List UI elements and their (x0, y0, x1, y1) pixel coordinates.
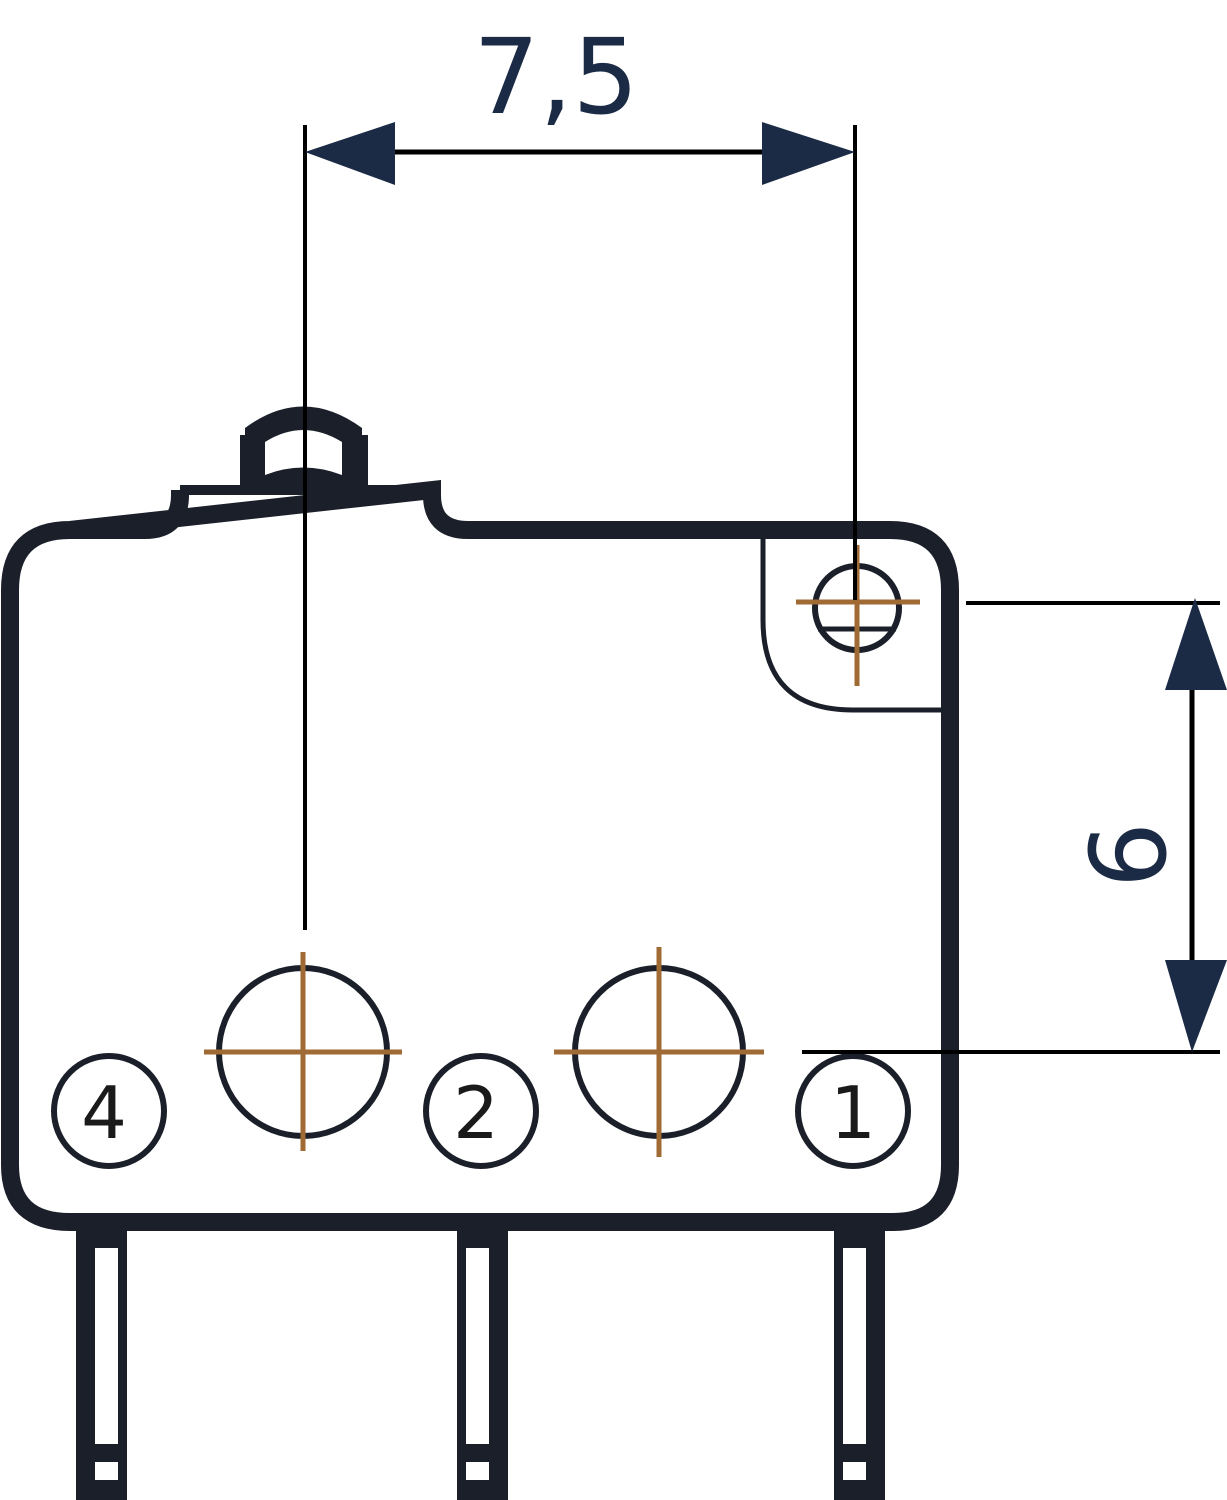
svg-text:1: 1 (830, 1071, 876, 1155)
housing-body (1, 479, 959, 1231)
arrow-up-icon (1165, 598, 1227, 690)
pin-2 (457, 1226, 508, 1500)
mounting-hole-right (554, 947, 764, 1157)
svg-text:4: 4 (81, 1071, 127, 1155)
dimension-vertical: 6 (802, 598, 1227, 1054)
svg-text:6: 6 (1068, 822, 1190, 888)
pin-4 (76, 1226, 127, 1500)
svg-text:7,5: 7,5 (473, 16, 638, 138)
terminal-label-1: 1 (795, 1053, 911, 1169)
terminal-label-4: 4 (51, 1053, 167, 1169)
terminal-label-2: 2 (423, 1053, 539, 1169)
arrow-down-icon (1165, 960, 1227, 1052)
mounting-hole-left (204, 952, 402, 1151)
dimension-horizontal: 7,5 (303, 16, 857, 930)
arrow-left-icon (305, 122, 395, 185)
mounting-hole-small (796, 545, 920, 686)
arrow-right-icon (762, 122, 855, 185)
pin-1 (834, 1226, 885, 1500)
svg-text:2: 2 (453, 1071, 499, 1155)
